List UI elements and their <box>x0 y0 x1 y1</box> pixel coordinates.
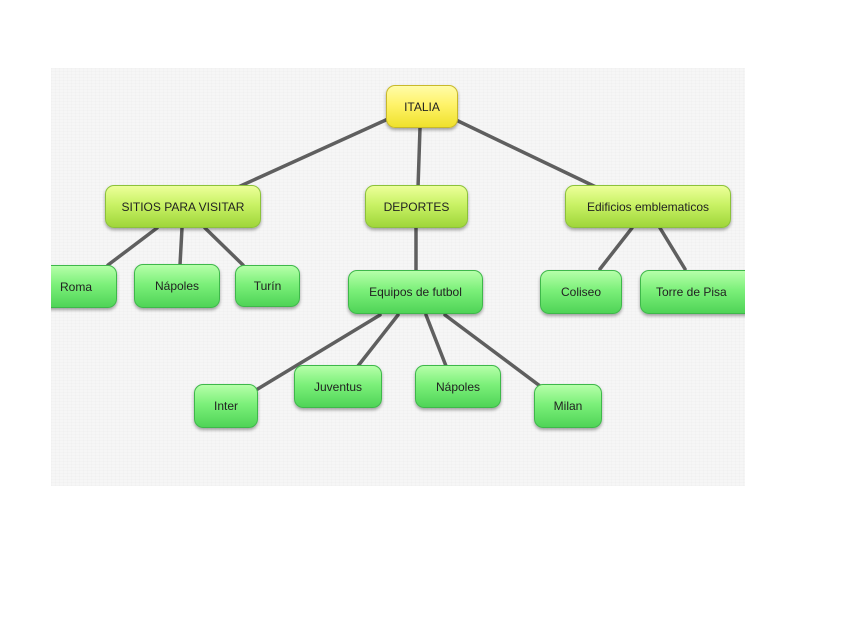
node-inter[interactable]: Inter <box>194 384 258 428</box>
node-torre-de-pisa[interactable]: Torre de Pisa <box>640 270 745 314</box>
node-milan[interactable]: Milan <box>534 384 602 428</box>
node-coliseo[interactable]: Coliseo <box>540 270 622 314</box>
node-italia[interactable]: ITALIA <box>386 85 458 128</box>
node-edificios-emblematicos[interactable]: Edificios emblematicos <box>565 185 731 228</box>
node-napoles-equipo[interactable]: Nápoles <box>415 365 501 408</box>
node-deportes[interactable]: DEPORTES <box>365 185 468 228</box>
node-equipos-de-futbol[interactable]: Equipos de futbol <box>348 270 483 314</box>
node-sitios-para-visitar[interactable]: SITIOS PARA VISITAR <box>105 185 261 228</box>
node-napoles-sitio[interactable]: Nápoles <box>134 264 220 308</box>
node-juventus[interactable]: Juventus <box>294 365 382 408</box>
node-roma[interactable]: Roma <box>51 265 117 308</box>
node-turin[interactable]: Turín <box>235 265 300 307</box>
canvas-clip: Roma Torre de Pisa <box>51 0 745 622</box>
